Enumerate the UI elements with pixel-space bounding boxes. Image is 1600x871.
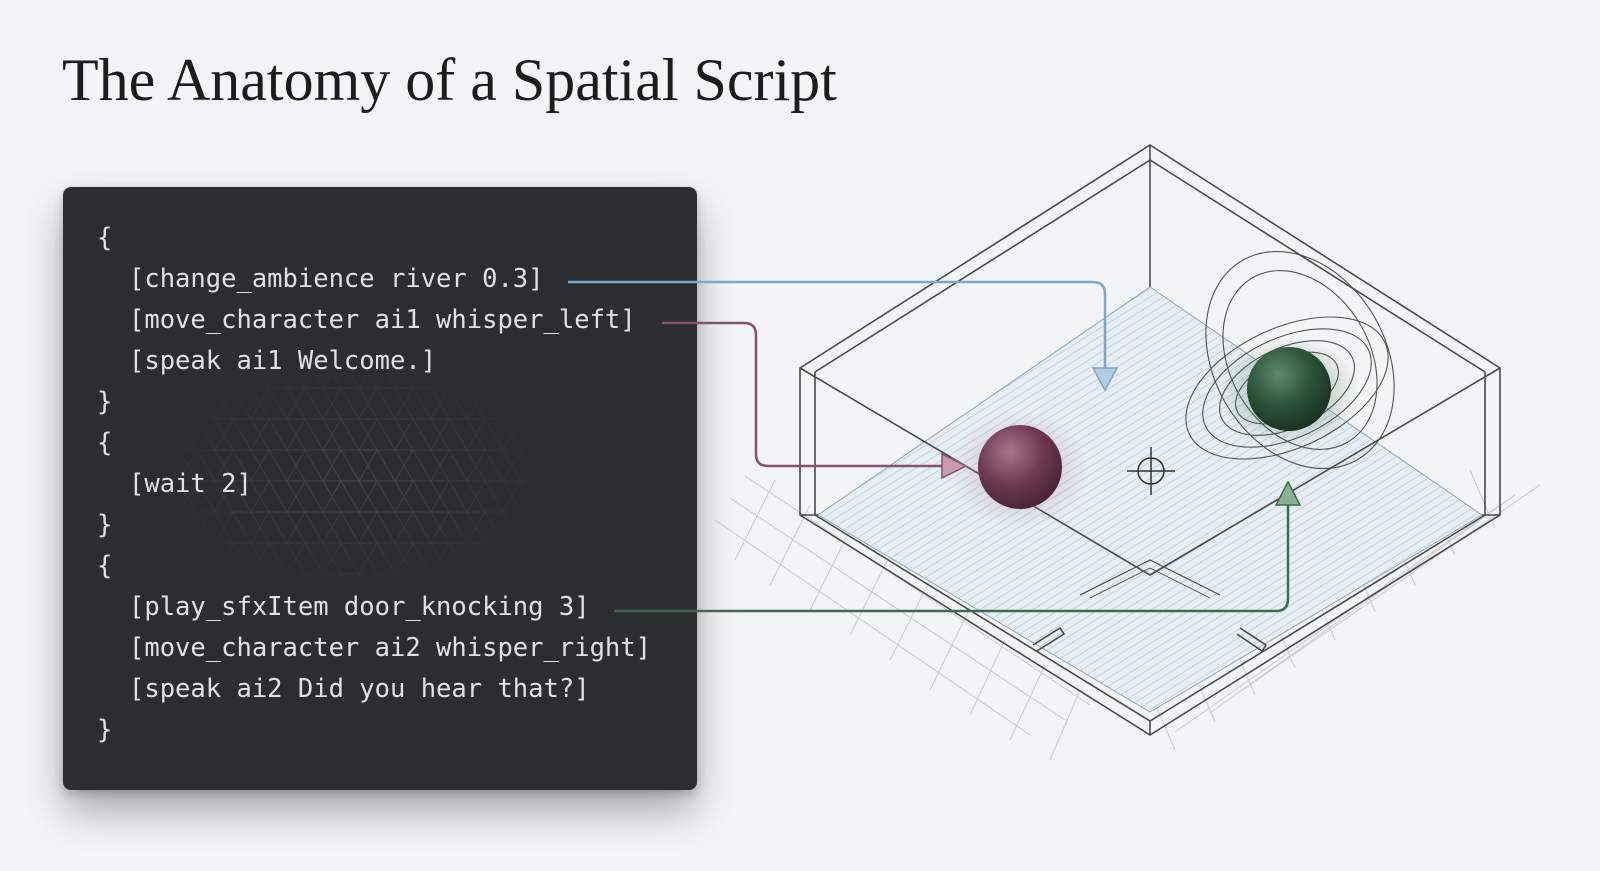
code-line: } — [97, 510, 113, 540]
code-line: [move_character ai2 whisper_right] — [129, 633, 651, 663]
code-block: { [change_ambience river 0.3] [move_charac… — [97, 218, 651, 751]
code-background-grid — [143, 357, 563, 597]
code-line: [speak ai1 Welcome.] — [129, 346, 437, 376]
code-line: } — [97, 387, 113, 417]
code-panel: { [change_ambience river 0.3] [move_charac… — [63, 187, 697, 790]
code-line: { — [97, 223, 113, 253]
code-line: [wait 2] — [129, 469, 252, 499]
sfx-arrow — [614, 480, 1302, 613]
ai1-arrow — [662, 321, 968, 480]
ai2-sphere — [1247, 347, 1331, 431]
ground-grid — [714, 469, 1541, 761]
code-line: { — [97, 428, 113, 458]
ambience-arrow — [568, 280, 1119, 392]
ai1-sphere — [978, 425, 1062, 509]
code-line: { — [97, 551, 113, 581]
slide-title: The Anatomy of a Spatial Script — [62, 47, 837, 113]
isometric-room — [799, 144, 1501, 736]
room-floor — [817, 286, 1483, 713]
code-line: [play_sfxItem door_knocking 3] — [129, 592, 590, 622]
code-line: [speak ai2 Did you hear that?] — [129, 674, 590, 704]
code-line: [move_character ai1 whisper_left] — [129, 305, 636, 335]
code-line: } — [97, 715, 113, 745]
crosshair-icon — [1127, 447, 1175, 495]
code-line: [change_ambience river 0.3] — [129, 264, 544, 294]
